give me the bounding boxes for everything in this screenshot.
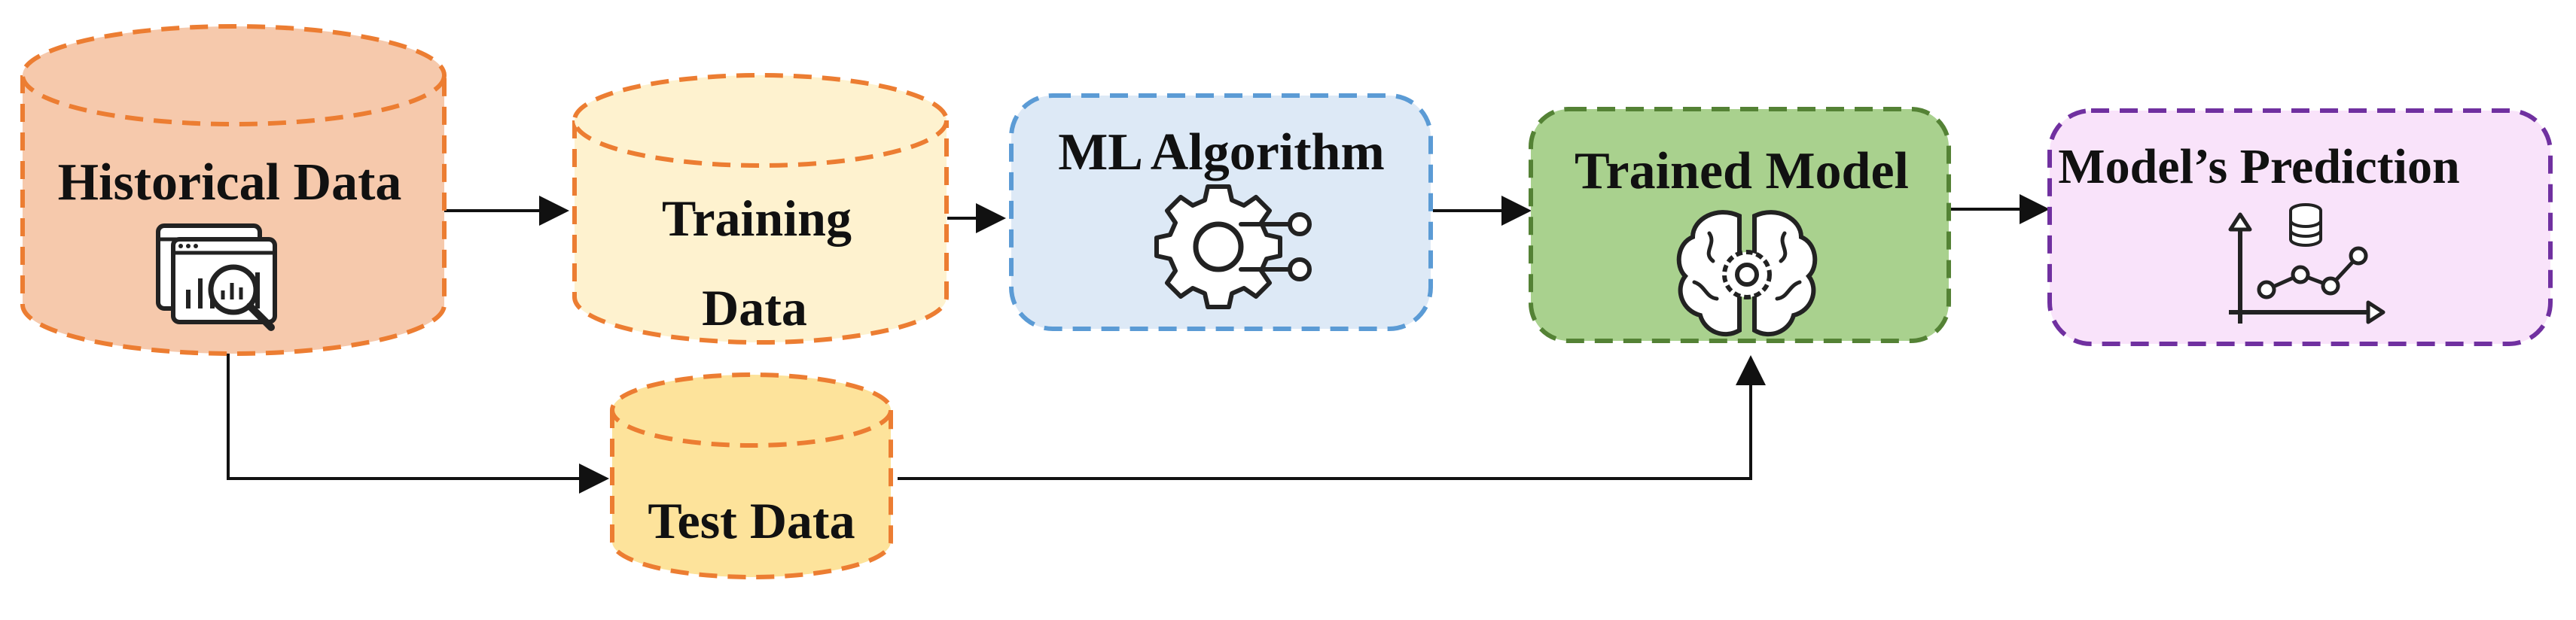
test-data-cylinder-top [610, 372, 893, 448]
ml-algorithm-label: ML Algorithm [1058, 123, 1385, 181]
historical-data-cylinder-top [20, 24, 447, 126]
test-data-cylinder [610, 410, 893, 579]
brain-gear-icon [1676, 210, 1818, 337]
gear-circuit-icon [1154, 184, 1312, 309]
prediction-chart-icon [2228, 203, 2385, 324]
edges [227, 194, 2050, 494]
node-trained-model: Trained Model [1529, 107, 1951, 343]
historical-data-label: Historical Data [58, 153, 402, 211]
node-test-data: Test Data [610, 372, 893, 579]
model-prediction-label: Model’s Prediction [2058, 139, 2459, 194]
edge-historical-to-test [227, 352, 609, 494]
data-analysis-icon [156, 223, 277, 331]
node-ml-algorithm: ML Algorithm [1009, 93, 1433, 331]
training-data-cylinder-top [572, 73, 949, 168]
training-data-label-line2: Data [702, 279, 807, 336]
edge-test-to-trained-model [898, 355, 1766, 480]
trained-model-label: Trained Model [1575, 142, 1909, 200]
node-model-prediction: Model’s Prediction [2047, 108, 2553, 346]
test-data-label: Test Data [648, 492, 855, 549]
node-historical-data: Historical Data [20, 24, 447, 356]
historical-data-cylinder [20, 75, 447, 356]
training-data-label-line1: Training [662, 190, 852, 247]
node-training-data: Training Data [572, 73, 949, 345]
training-data-cylinder [572, 120, 949, 345]
